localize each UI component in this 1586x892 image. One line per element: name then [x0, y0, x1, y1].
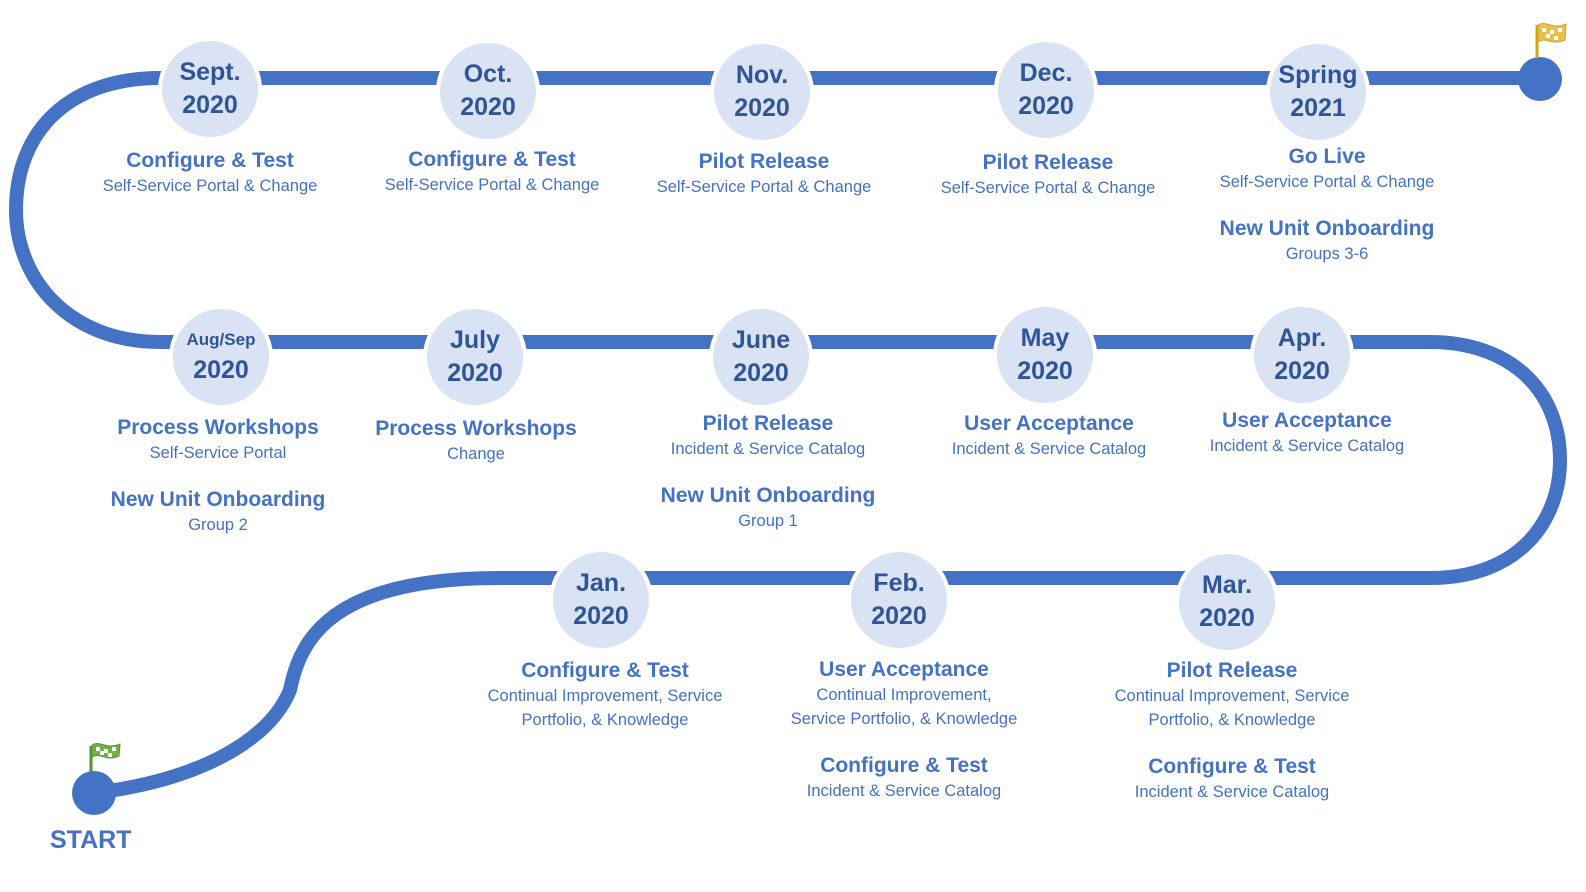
milestone-year: 2020: [1199, 604, 1255, 632]
activity-scope: Continual Improvement, Service: [487, 687, 723, 705]
milestone-year: 2020: [182, 91, 238, 119]
milestone-year: 2020: [447, 359, 503, 387]
activity-title: Process Workshops: [375, 417, 577, 440]
milestone-year: 2020: [871, 602, 927, 630]
activity-title: New Unit Onboarding: [660, 484, 876, 507]
milestone-circle: Nov. 2020: [710, 40, 814, 144]
milestone-circle: June 2020: [709, 305, 813, 409]
milestone-month: July: [449, 326, 501, 354]
activity-scope: Self-Service Portal & Change: [102, 177, 318, 195]
gold-checkered-flag-icon: [1535, 23, 1567, 58]
milestone-circle: Dec. 2020: [994, 38, 1098, 142]
activity-title: User Acceptance: [1222, 409, 1392, 432]
activity-title: New Unit Onboarding: [110, 488, 326, 511]
activity-title: Go Live: [1288, 145, 1366, 168]
activity-scope: Continual Improvement,: [816, 686, 992, 704]
activity-title: Configure & Test: [408, 148, 576, 171]
activity-title: Pilot Release: [702, 412, 834, 435]
activity-scope: Incident & Service Catalog: [1209, 437, 1405, 455]
activity-scope: Portfolio, & Knowledge: [521, 711, 689, 729]
activity-scope: Incident & Service Catalog: [951, 440, 1147, 458]
milestone-year: 2020: [734, 94, 790, 122]
milestone-circle: Sept. 2020: [158, 37, 262, 141]
milestone-year: 2020: [1018, 92, 1074, 120]
activity-scope: Self-Service Portal & Change: [656, 178, 872, 196]
milestone-circle: May 2020: [993, 303, 1097, 407]
activity-scope: Self-Service Portal & Change: [384, 176, 600, 194]
milestone-year: 2020: [1274, 357, 1330, 385]
milestone-circle: Feb. 2020: [847, 548, 951, 652]
activity-title: Pilot Release: [1166, 659, 1298, 682]
milestone-circle: Mar. 2020: [1175, 550, 1279, 654]
activity-title: Configure & Test: [521, 659, 689, 682]
activity-scope: Portfolio, & Knowledge: [1148, 711, 1316, 729]
milestone-year: 2020: [193, 356, 249, 384]
activity-title: Configure & Test: [820, 754, 988, 777]
track-path: [8, 71, 1568, 800]
activity-scope: Self-Service Portal: [149, 444, 287, 462]
activity-title: Pilot Release: [982, 151, 1114, 174]
milestone-month: Mar.: [1201, 571, 1253, 599]
activity-scope: Change: [447, 445, 505, 463]
milestone-year: 2021: [1290, 94, 1346, 122]
activity-scope: Self-Service Portal & Change: [940, 179, 1156, 197]
activity-scope: Self-Service Portal & Change: [1219, 173, 1435, 191]
milestone-month: Spring: [1278, 61, 1358, 89]
milestone-month: May: [1020, 324, 1070, 352]
activity-title: User Acceptance: [819, 658, 989, 681]
milestone-circle: Aug/Sep 2020: [169, 305, 273, 409]
activity-title: Process Workshops: [117, 416, 319, 439]
activity-scope: Continual Improvement, Service: [1114, 687, 1350, 705]
milestone-month: June: [731, 326, 791, 354]
activity-title: Configure & Test: [126, 149, 294, 172]
activity-scope: Group 1: [738, 512, 798, 530]
milestone-circle: July 2020: [423, 305, 527, 409]
green-checkered-flag-icon: [89, 743, 121, 772]
milestone-month: Dec.: [1019, 59, 1073, 87]
milestone-month: Oct.: [463, 60, 513, 88]
milestone-circle: Oct. 2020: [436, 39, 540, 143]
activity-scope: Incident & Service Catalog: [670, 440, 866, 458]
milestone-circle: Spring 2021: [1266, 40, 1370, 144]
milestone-month: Apr.: [1277, 324, 1327, 352]
milestone-circle: Apr. 2020: [1250, 303, 1354, 407]
milestone-month: Sept.: [179, 58, 241, 86]
activity-title: Pilot Release: [698, 150, 830, 173]
milestone-month: Feb.: [873, 569, 925, 597]
activity-scope: Group 2: [188, 516, 248, 534]
milestone-year: 2020: [573, 602, 629, 630]
activity-scope: Groups 3-6: [1285, 245, 1369, 263]
milestone-month: Aug/Sep: [186, 330, 256, 349]
milestone-month: Jan.: [575, 569, 627, 597]
start-label: START: [50, 826, 132, 854]
activity-scope: Incident & Service Catalog: [1134, 783, 1330, 801]
finish-node: [1518, 57, 1562, 101]
milestone-year: 2020: [460, 93, 516, 121]
activity-title: Configure & Test: [1148, 755, 1316, 778]
activity-scope: Service Portfolio, & Knowledge: [790, 710, 1018, 728]
activity-title: New Unit Onboarding: [1219, 217, 1435, 240]
milestone-month: Nov.: [735, 61, 789, 89]
activity-title: User Acceptance: [964, 412, 1134, 435]
milestone-circle: Jan. 2020: [549, 548, 653, 652]
start-node: [72, 771, 116, 815]
milestone-year: 2020: [733, 359, 789, 387]
activity-scope: Incident & Service Catalog: [806, 782, 1002, 800]
milestone-year: 2020: [1017, 357, 1073, 385]
